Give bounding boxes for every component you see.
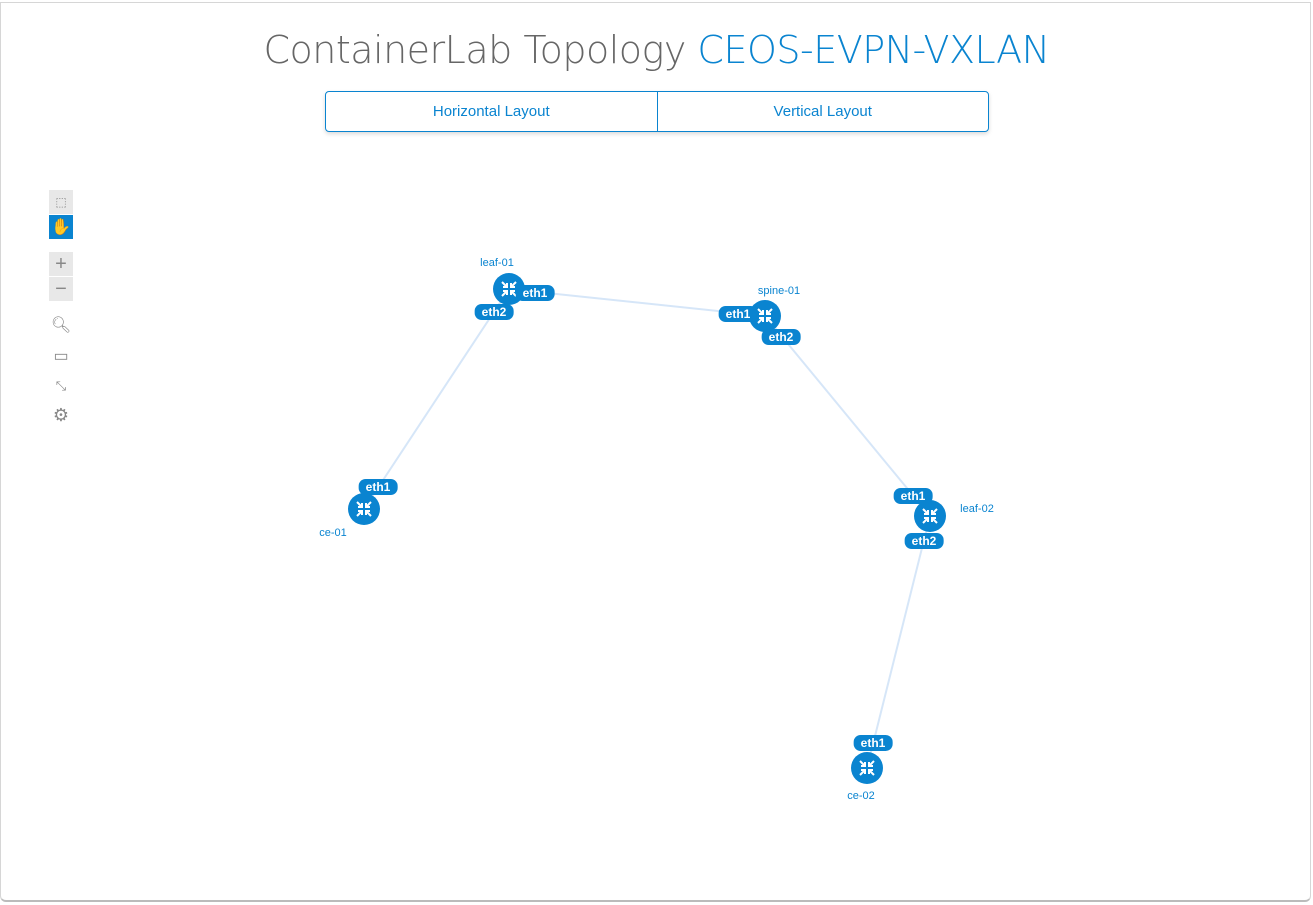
- layout-button-group: Horizontal Layout Vertical Layout: [325, 91, 989, 132]
- page-title: ContainerLab Topology CEOS-EVPN-VXLAN: [0, 28, 1313, 72]
- horizontal-layout-button[interactable]: Horizontal Layout: [432, 103, 550, 120]
- node-ce-01[interactable]: [348, 493, 380, 525]
- link-leaf-01-ce-01[interactable]: [363, 288, 510, 510]
- topology-name: CEOS-EVPN-VXLAN: [697, 28, 1050, 72]
- fit-view-icon[interactable]: ▭: [53, 348, 69, 365]
- zoom-selection-icon[interactable]: 🔍︎: [50, 317, 72, 334]
- node-label: spine-01: [757, 285, 801, 297]
- vertical-layout-button[interactable]: Vertical Layout: [656, 92, 989, 131]
- pan-hand-icon[interactable]: ✋: [49, 215, 73, 239]
- node-label: ce-01: [319, 527, 347, 539]
- zoom-out-button[interactable]: −: [49, 277, 73, 301]
- node-ce-02[interactable]: [851, 752, 883, 784]
- zoom-in-button[interactable]: +: [49, 252, 73, 276]
- interface-label: eth2: [761, 329, 801, 345]
- router-arrows-icon: [501, 281, 517, 297]
- router-arrows-icon: [356, 501, 372, 517]
- router-arrows-icon: [859, 760, 875, 776]
- interface-label: eth1: [358, 479, 398, 495]
- node-label: leaf-02: [960, 503, 994, 515]
- router-arrows-icon: [757, 308, 773, 324]
- interface-label: eth1: [853, 735, 893, 751]
- interface-label: eth1: [893, 488, 933, 504]
- router-arrows-icon: [922, 508, 938, 524]
- select-mode-icon[interactable]: ⬚: [49, 190, 73, 214]
- title-prefix: ContainerLab Topology: [263, 28, 686, 72]
- interface-label: eth1: [515, 285, 555, 301]
- interface-label: eth2: [474, 304, 514, 320]
- link-spine-01-leaf-02[interactable]: [764, 315, 931, 517]
- fullscreen-icon[interactable]: ⤡: [55, 378, 67, 393]
- node-leaf-02[interactable]: [914, 500, 946, 532]
- interface-label: eth2: [904, 533, 944, 549]
- link-leaf-02-ce-02[interactable]: [866, 515, 931, 769]
- node-label: leaf-01: [480, 257, 514, 269]
- settings-button[interactable]: ⚙: [52, 404, 70, 425]
- interface-label: eth1: [718, 306, 758, 322]
- node-label: ce-02: [847, 790, 875, 802]
